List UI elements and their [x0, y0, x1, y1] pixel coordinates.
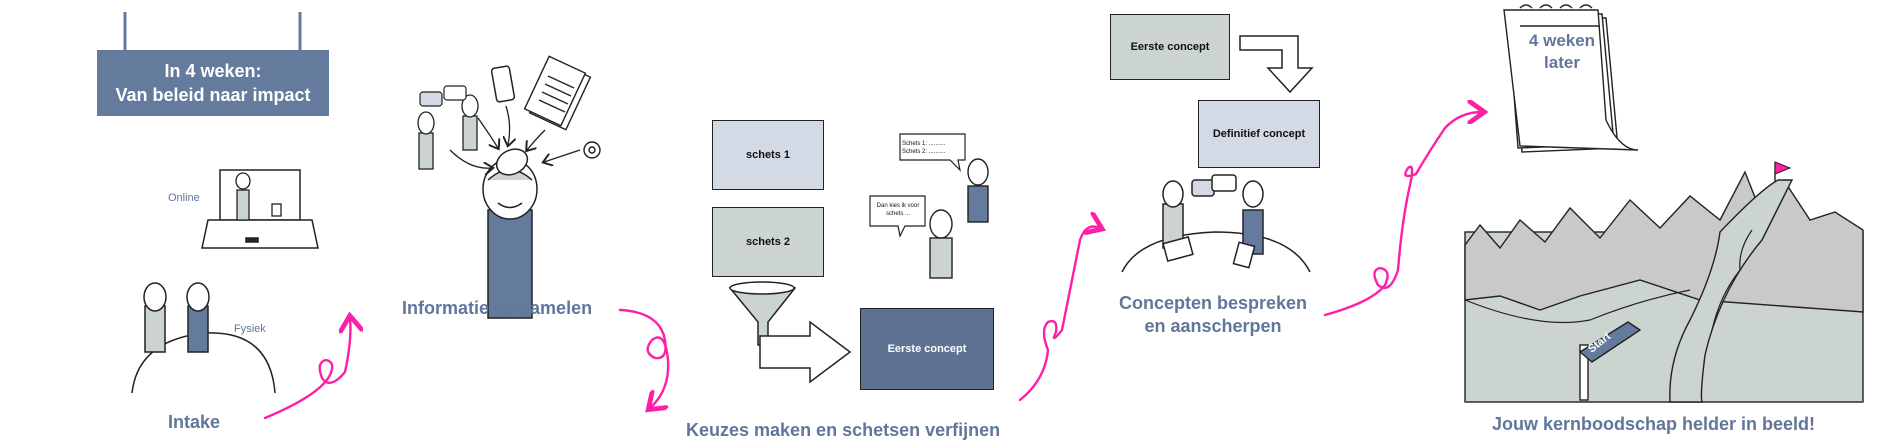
info-arrows: [449, 105, 581, 168]
calendar-icon: [1503, 4, 1639, 153]
fysiek-meeting: [131, 282, 276, 394]
mountain-landscape: [1464, 161, 1864, 403]
keuzes-title: Keuzes maken en schetsen verfijnen: [686, 420, 1001, 440]
keuzes-person-left: [929, 209, 953, 279]
first-concept-card: Eerste concept: [1110, 14, 1230, 80]
keuzes-person-right: [967, 158, 989, 223]
arrow-intake-to-info: [263, 318, 350, 420]
chat-bubbles-icon: [419, 85, 467, 107]
eerste-concept-card: Eerste concept: [860, 308, 994, 390]
discussion-hill: [1121, 174, 1311, 273]
title-banner: In 4 weken: Van beleid naar impact: [97, 50, 329, 116]
final-concept-card: Definitief concept: [1198, 100, 1320, 168]
banner-line-2: Van beleid naar impact: [115, 85, 311, 105]
phone-icon: [490, 65, 516, 103]
info-person-left: [417, 94, 479, 170]
pink-connectors: [263, 112, 1482, 420]
bubble-right-text: Schets 1: .......... Schets 2: .........…: [902, 140, 964, 156]
concepten-title-line-2: en aanscherpen: [1144, 316, 1282, 336]
bubble-left-text: Dan kies ik voor schets ...: [876, 203, 920, 217]
at-sign-icon: [583, 141, 601, 159]
laptop-icon: [201, 169, 319, 249]
concepten-title-line-1: Concepten bespreken: [1118, 293, 1308, 313]
thinking-person: [482, 148, 538, 319]
arrow-keuzes-to-concepten: [1018, 227, 1100, 402]
flag-icon: [1774, 161, 1792, 175]
speech-bubbles: [869, 133, 966, 238]
bubble-right-line-1: Schets 1: ..........: [902, 141, 946, 147]
arrow-concepten-to-result: [1323, 112, 1482, 317]
fysiek-label: Fysiek: [234, 323, 266, 335]
start-sign-icon: [1578, 321, 1642, 401]
sketch-2-card: schets 2: [712, 207, 824, 277]
laptop-person-icon: [235, 172, 282, 221]
informatie-title: Informatie verzamelen: [402, 298, 593, 318]
banner-line-1: In 4 weken:: [164, 61, 262, 81]
result-title: Jouw kernboodschap helder in beeld!: [1492, 414, 1816, 434]
sketch-1-card: schets 1: [712, 120, 824, 190]
calendar-text: 4 weken later: [1528, 31, 1596, 72]
intake-title: Intake: [168, 412, 221, 432]
concept-arrow-icon: [1239, 35, 1314, 94]
funnel-icon: [728, 281, 797, 346]
concepten-title: Concepten bespreken en aanscherpen: [1108, 292, 1318, 338]
bubble-right-line-2: Schets 2: ..........: [902, 149, 946, 155]
big-arrow-icon: [759, 320, 852, 384]
online-label: Online: [168, 192, 200, 204]
banner-hangers: [123, 12, 302, 52]
arrow-info-to-keuzes: [618, 308, 670, 408]
document-stack-icon: [523, 55, 592, 131]
